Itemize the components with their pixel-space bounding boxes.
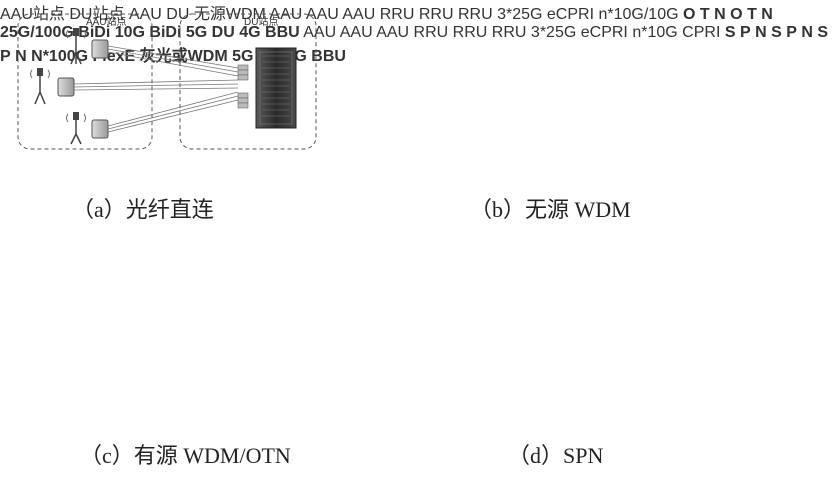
du-label: DU xyxy=(166,6,190,23)
dst-top-label: 5G DU xyxy=(185,24,235,41)
rru-label: RRU xyxy=(413,24,449,41)
spn-letter: S xyxy=(771,24,782,41)
spn-letter: N xyxy=(801,24,813,41)
otn-letter: T xyxy=(699,6,710,23)
otn-node-left: O T N O T N 25G/100G BiDi 10G BiDi 5G DU… xyxy=(0,6,773,41)
aau-box-icon xyxy=(91,119,109,139)
spn-letter: P xyxy=(0,48,11,65)
aau-box-icon xyxy=(57,77,75,97)
rru-label: RRU xyxy=(418,6,454,23)
antenna-icon xyxy=(66,28,86,65)
rru-label: RRU xyxy=(457,6,493,23)
network-cloud: O T N O T N 25G/100G BiDi 10G BiDi 5G DU… xyxy=(0,6,773,41)
link-bottom-label: n*10G/10G xyxy=(598,6,679,23)
otn-letter: T xyxy=(747,6,757,23)
link-bottom-label-2: CPRI xyxy=(682,24,721,41)
rru-label: RRU xyxy=(491,24,527,41)
du-rack-icon xyxy=(255,47,297,129)
otn-letter: N xyxy=(761,6,773,23)
du-site-box xyxy=(179,13,317,150)
cloud-label-1: 25G/100G BiDi xyxy=(0,24,111,41)
caption-b: （b）无源 WDM xyxy=(470,197,631,222)
otn-letter: N xyxy=(714,6,726,23)
du-site-label: DU站点 xyxy=(244,15,278,28)
link-top-label-1: 3*25G xyxy=(530,24,577,41)
cloud-label-2: 10G BiDi xyxy=(114,24,182,41)
fiber-lines xyxy=(73,45,239,133)
link-top-label: 3*25G eCPRI xyxy=(497,6,595,23)
caption-c: （c）有源 WDM/OTN xyxy=(80,443,291,468)
otn-letter: O xyxy=(730,6,743,23)
spn-letter: N xyxy=(755,24,767,41)
connector-group xyxy=(237,64,249,109)
aau-site-box xyxy=(17,13,153,150)
otn-link: 25G/100G BiDi 10G BiDi 5G DU 4G BBU xyxy=(0,24,303,41)
aau-box-icon xyxy=(91,39,109,59)
antenna-icon xyxy=(66,112,86,145)
spn-letter: S xyxy=(724,24,736,41)
cloud-label-2: 灰光或WDM xyxy=(139,48,228,65)
aau-label: AAU xyxy=(305,6,339,23)
otn-letter: O xyxy=(683,6,696,23)
spn-letter: P xyxy=(739,24,751,41)
spn-letter: P xyxy=(786,24,797,41)
panel-a: AAU站点 DU站点 xyxy=(17,13,317,150)
otn-node-right: O T N O T N 25G/100G BiDi 10G BiDi 5G DU… xyxy=(0,6,773,41)
rru-label: RRU xyxy=(379,6,415,23)
dst-bottom-label: 4G BBU xyxy=(239,24,300,41)
aau-label: AAU xyxy=(303,24,337,41)
aau-label: AAU xyxy=(339,24,373,41)
aau-label: AAU xyxy=(342,6,376,23)
link-bottom-label-1: n*10G xyxy=(632,24,678,41)
caption-d: （d）SPN xyxy=(508,443,604,468)
spn-letter: S xyxy=(817,24,829,41)
aau-label: AAU xyxy=(376,24,410,41)
aau-label: AAU xyxy=(128,6,162,23)
aau-site-label: AAU站点 xyxy=(86,15,127,28)
rru-label: RRU xyxy=(452,24,488,41)
link-top-label-2: eCPRI xyxy=(580,24,628,41)
caption-a: （a）光纤直连 xyxy=(72,197,214,222)
antenna-icon xyxy=(30,68,50,105)
spn-letter: N xyxy=(15,48,27,65)
panel-c: AAU AAU AAU RRU RRU RRU 3*25G eCPRI n*10… xyxy=(0,6,773,41)
